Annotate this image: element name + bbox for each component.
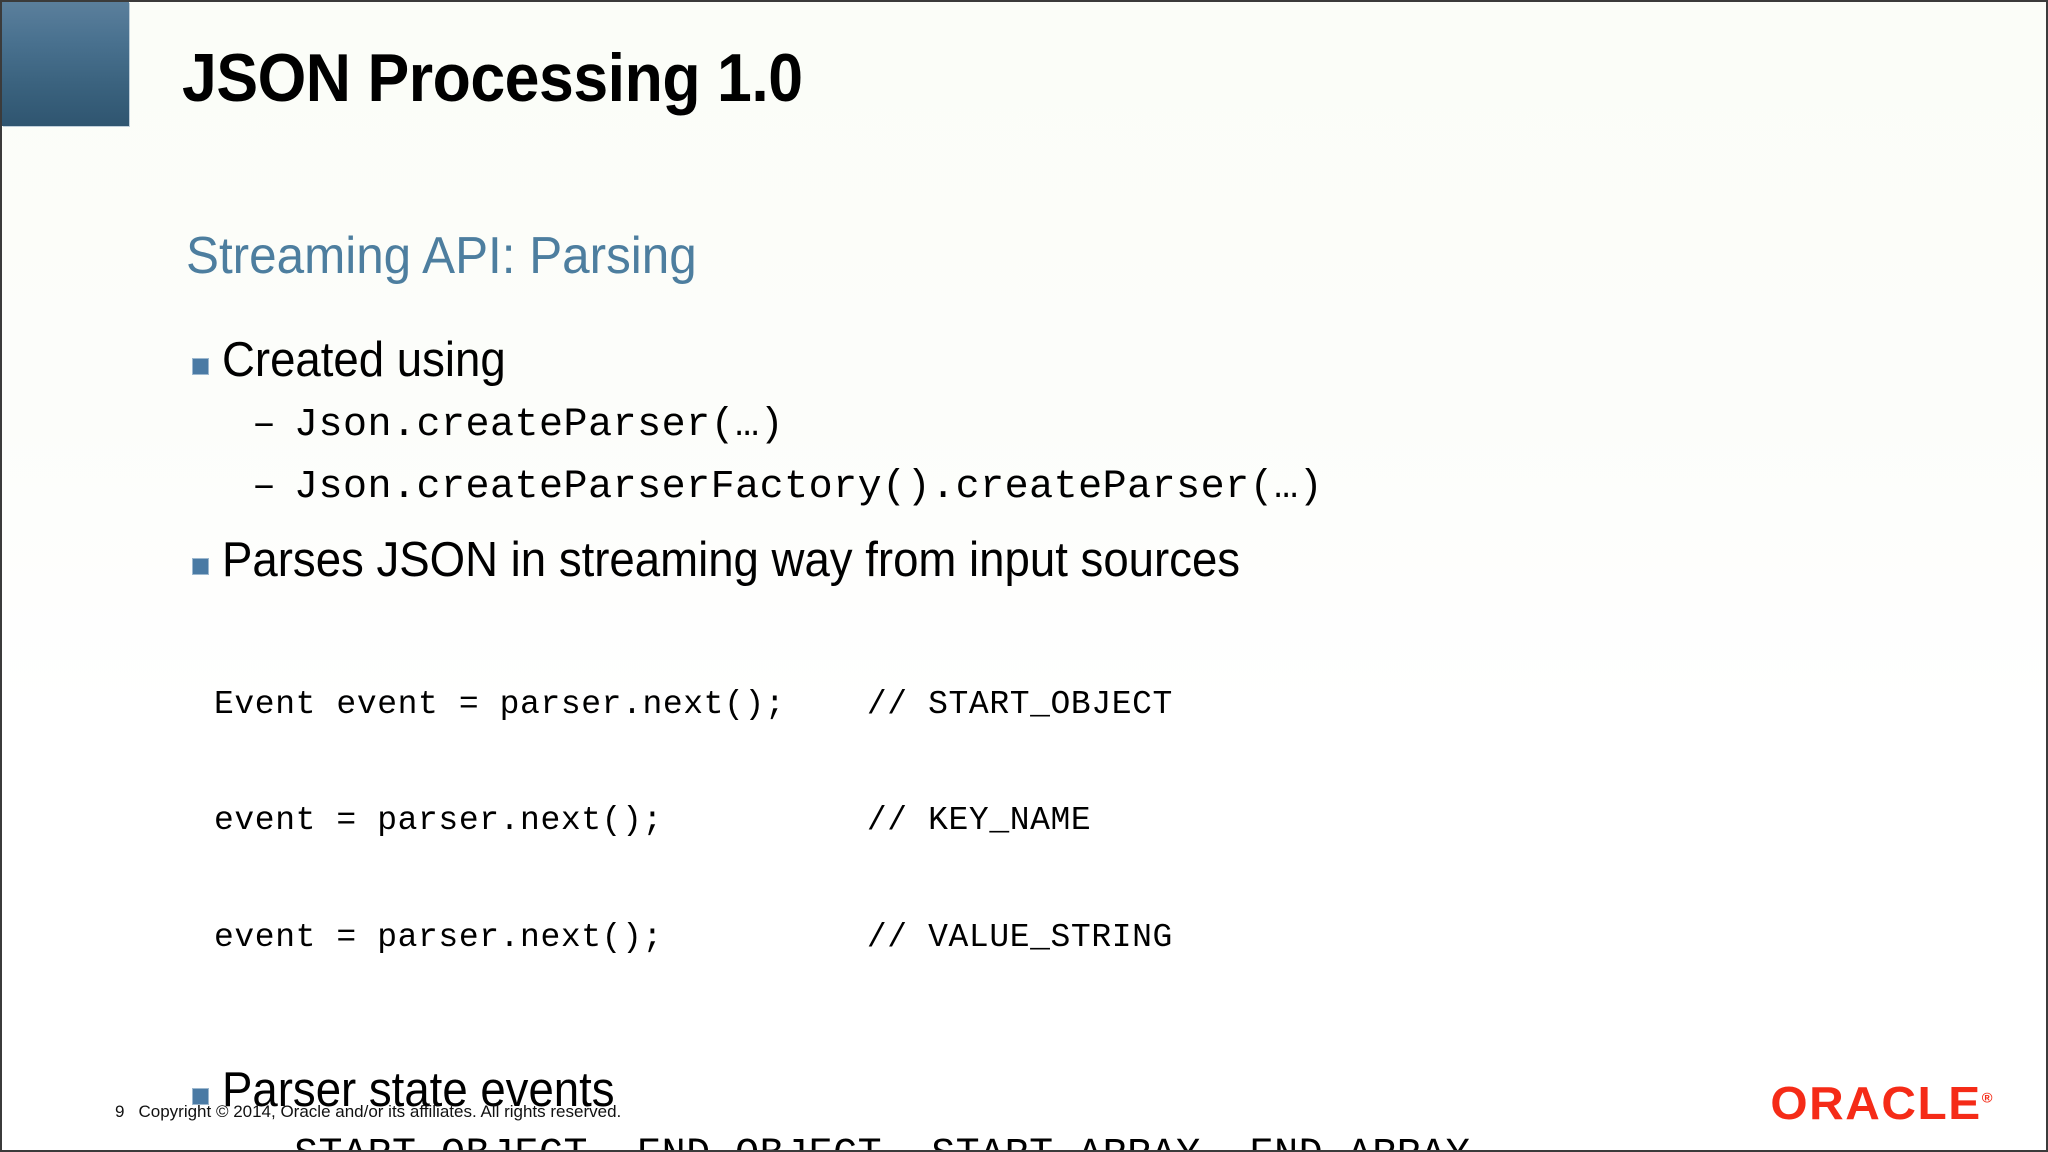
square-bullet-icon	[192, 557, 209, 575]
footer: 9 Copyright © 2014, Oracle and/or its af…	[115, 1102, 621, 1122]
spacer	[192, 452, 2002, 462]
code-line: Event event = parser.next(); // START_OB…	[214, 685, 1173, 723]
bullet-label: Created using	[222, 333, 506, 387]
bullet-item-parses-json: Parses JSON in streaming way from input …	[192, 532, 2002, 590]
code-snippet-multiline: START_OBJECT, END_OBJECT, START_ARRAY, E…	[294, 1130, 1495, 1150]
code-line: event = parser.next(); // VALUE_STRING	[214, 919, 1173, 957]
code-snippet: Json.createParser(…)	[294, 402, 785, 448]
page-title: JSON Processing 1.0	[182, 40, 803, 116]
sub-bullet-create-parser: – Json.createParser(…)	[252, 400, 2002, 452]
slide-subtitle: Streaming API: Parsing	[186, 227, 697, 285]
bullet-label: Parser state events	[222, 1062, 615, 1117]
square-bullet-icon	[192, 358, 209, 375]
copyright-text: Copyright © 2014, Oracle and/or its affi…	[138, 1102, 622, 1121]
oracle-wordmark: ORACLE	[1770, 1077, 1982, 1129]
spacer	[192, 590, 2002, 608]
sub-bullet-create-parser-factory: – Json.createParserFactory().createParse…	[252, 462, 2002, 514]
spacer	[192, 1036, 2002, 1062]
spacer	[192, 390, 2002, 400]
bullet-item-parser-state-events: Parser state events	[192, 1062, 2002, 1120]
page-number: 9	[115, 1102, 125, 1121]
square-bullet-icon	[192, 1087, 209, 1105]
registered-trademark-icon: ®	[1981, 1089, 1994, 1106]
sub-bullet-event-constants: – START_OBJECT, END_OBJECT, START_ARRAY,…	[252, 1130, 2002, 1150]
slide-body: Created using – Json.createParser(…) – J…	[192, 332, 2002, 1150]
code-block-parser-events: Event event = parser.next(); // START_OB…	[214, 608, 2002, 1036]
spacer	[192, 514, 2002, 532]
bullet-label: Parses JSON in streaming way from input …	[222, 532, 1241, 587]
oracle-logo: ORACLE®	[1770, 1080, 1994, 1126]
code-line: START_OBJECT, END_OBJECT, START_ARRAY, E…	[294, 1133, 1495, 1150]
code-snippet: Json.createParserFactory().createParser(…	[294, 464, 1324, 510]
code-line: event = parser.next(); // KEY_NAME	[214, 802, 1092, 840]
dash-bullet-icon: –	[252, 464, 277, 510]
dash-bullet-icon: –	[252, 402, 277, 448]
dash-bullet-icon: –	[252, 1130, 276, 1150]
brand-accent-block	[2, 2, 129, 126]
bullet-item-created-using: Created using	[192, 332, 2002, 390]
